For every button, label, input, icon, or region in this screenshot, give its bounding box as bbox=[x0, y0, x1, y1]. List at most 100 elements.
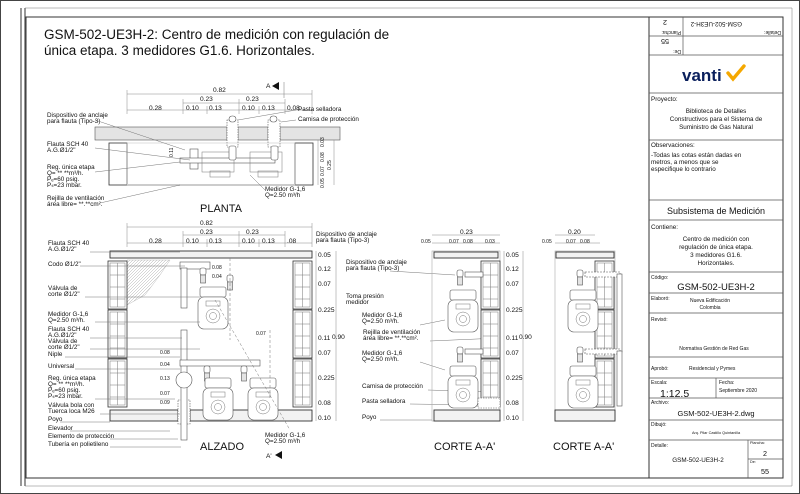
svg-text:Pasta selladora: Pasta selladora bbox=[362, 398, 406, 405]
planta-label-rejilla: área libre= **.**cm². bbox=[47, 201, 103, 208]
alzado-dim-sub2: 0.23 bbox=[246, 229, 259, 236]
svg-text:Detalle:: Detalle: bbox=[764, 29, 781, 35]
corte-1-view: 0.23 0.05 0.07 0.08 0.03 0.05 0.12 0.07 … bbox=[421, 229, 532, 453]
alzado-dim-right: 0.12 bbox=[318, 266, 331, 273]
detalle-value: GSM-502-UE3H-2 bbox=[672, 457, 724, 464]
planta-view-label: PLANTA bbox=[200, 203, 243, 215]
elaboro-label: Elaboró: bbox=[651, 296, 670, 302]
corte1-dim: 0.08 bbox=[463, 239, 473, 245]
title-block: Detalle: GSM-502-UE3H-2 Plancha: 2 De: 5… bbox=[648, 16, 784, 479]
dibujo-label: Dibujó: bbox=[651, 422, 667, 428]
svg-text:corte Ø1/2": corte Ø1/2" bbox=[48, 344, 80, 351]
svg-text:2: 2 bbox=[663, 18, 667, 27]
svg-text:regulación de única etapa.: regulación de única etapa. bbox=[679, 244, 753, 251]
svg-text:Tuerca loca M26: Tuerca loca M26 bbox=[48, 408, 95, 415]
planta-dim-right: 0.03 bbox=[320, 137, 326, 147]
svg-text:A': A' bbox=[266, 453, 272, 460]
svg-text:Residencial y Pymes: Residencial y Pymes bbox=[689, 366, 736, 372]
corte1-dim: 0.07 bbox=[449, 239, 459, 245]
check-icon bbox=[726, 64, 746, 82]
planta-label-flauta: Flauta SCH 40 bbox=[47, 141, 89, 148]
svg-text:Poyo: Poyo bbox=[362, 414, 377, 421]
alzado-dim-inner: 0.04 bbox=[160, 362, 170, 368]
svg-text:Colombia: Colombia bbox=[699, 305, 720, 311]
svg-text:GSM-502-UE3H-2: GSM-502-UE3H-2 bbox=[690, 20, 742, 27]
drawing-title-line-2: única etapa. 3 medidores G1.6. Horizonta… bbox=[44, 43, 315, 58]
svg-text:Niple: Niple bbox=[48, 351, 63, 358]
svg-text:3 medidores G1.6.: 3 medidores G1.6. bbox=[690, 252, 742, 259]
svg-text:A.G.Ø1/2": A.G.Ø1/2" bbox=[48, 246, 76, 253]
corte1-view-label: CORTE A-A' bbox=[434, 441, 495, 453]
alzado-dim-total-height: 0.90 bbox=[332, 334, 345, 341]
alzado-dim-right: 0.225 bbox=[318, 375, 335, 382]
corte1-dim: 0.03 bbox=[485, 239, 495, 245]
rotated-header: Detalle: GSM-502-UE3H-2 Plancha: 2 De: 5… bbox=[661, 18, 781, 54]
svg-text:A: A bbox=[266, 83, 271, 90]
planta-dim-sub1: 0.23 bbox=[200, 96, 213, 103]
corte1-dim-right: 0.08 bbox=[506, 400, 519, 407]
svg-text:Tubería en polietileno: Tubería en polietileno bbox=[48, 441, 109, 448]
corte1-dim-right: 0.12 bbox=[506, 266, 519, 273]
svg-text:Q= ** **m³/h.: Q= ** **m³/h. bbox=[48, 381, 84, 388]
svg-text:Rejilla de ventilación: Rejilla de ventilación bbox=[363, 329, 421, 336]
svg-text:Suministro de Gas Natural: Suministro de Gas Natural bbox=[679, 124, 753, 131]
planta-label-anclaje: para flauta (Tipo-3) bbox=[47, 118, 100, 125]
planta-label-flauta: A.G.Ø1/2" bbox=[47, 147, 75, 154]
corte1-dim-right: 0.11 bbox=[506, 335, 519, 342]
svg-text:Horizontales.: Horizontales. bbox=[698, 260, 735, 267]
corte1-dim-total-height: 0.90 bbox=[519, 334, 532, 341]
planta-label-reg: Reg. única etapa bbox=[47, 164, 95, 171]
svg-text:Medidor G-1,6: Medidor G-1,6 bbox=[48, 311, 89, 318]
alzado-section-marker: A' bbox=[266, 451, 282, 460]
svg-text:Válvula bola con: Válvula bola con bbox=[48, 402, 95, 409]
corte-2-view: 0.20 0.05 0.07 0.08 CORTE A-A' bbox=[542, 229, 623, 453]
corte1-dim-right: 0.05 bbox=[506, 252, 519, 259]
escala-label: Escala: bbox=[651, 380, 667, 386]
alzado-dim: 0.13 bbox=[262, 238, 275, 245]
reviso-label: Revisó: bbox=[651, 317, 668, 323]
planta-dim: 0.10 bbox=[186, 105, 199, 112]
fecha-label: Fecha: bbox=[719, 380, 734, 386]
vanti-logo: vanti bbox=[682, 64, 746, 85]
svg-text:medidor: medidor bbox=[346, 299, 369, 306]
corte1-dim-right: 0.07 bbox=[506, 281, 519, 288]
planta-dim-sub2: 0.23 bbox=[246, 96, 259, 103]
svg-text:Nueva Edificación: Nueva Edificación bbox=[690, 298, 730, 304]
planta-label-reg: Q= ** **m³/h. bbox=[47, 170, 83, 177]
alzado-label-medidor: Q=2.50 m³/h bbox=[265, 438, 301, 445]
svg-text:Normativa Gestión de Red Gas: Normativa Gestión de Red Gas bbox=[679, 346, 749, 352]
alzado-dim-total: 0.82 bbox=[200, 220, 213, 227]
alzado-dim-inner: 0.09 bbox=[160, 400, 170, 406]
alzado-dim-inner: 0.07 bbox=[160, 391, 170, 397]
svg-text:A.G.Ø1/2": A.G.Ø1/2" bbox=[48, 332, 76, 339]
planta-dim-right: 0.05 bbox=[320, 178, 326, 188]
svg-text:Medidor G-1,6: Medidor G-1,6 bbox=[362, 312, 403, 319]
alzado-dim-right: 0.225 bbox=[318, 307, 335, 314]
alzado-dim-right: 0.07 bbox=[318, 281, 331, 288]
corte1-dim-top: 0.23 bbox=[460, 229, 473, 236]
alzado-dim: 0.10 bbox=[186, 238, 199, 245]
svg-text:área libre= **.**cm².: área libre= **.**cm². bbox=[363, 335, 419, 342]
planta-dim: 0.08 bbox=[287, 105, 300, 112]
svg-text:Q=2.50 m³/h.: Q=2.50 m³/h. bbox=[362, 318, 399, 325]
planta-dim-right-total: 0.25 bbox=[327, 160, 333, 170]
svg-text:Flauta SCH 40: Flauta SCH 40 bbox=[48, 326, 90, 333]
svg-text:Camisa de protección: Camisa de protección bbox=[362, 383, 423, 390]
svg-text:Toma presión: Toma presión bbox=[346, 293, 384, 300]
corte2-dim: 0.07 bbox=[566, 239, 576, 245]
svg-text:especifique lo contrario: especifique lo contrario bbox=[651, 166, 716, 173]
alzado-dim: 0.28 bbox=[149, 238, 162, 245]
planta-label-medidor: Medidor G-1,6 bbox=[265, 186, 306, 193]
svg-text:Dispositivo de anclaje: Dispositivo de anclaje bbox=[346, 259, 407, 266]
planta-dim: 0.10 bbox=[242, 105, 255, 112]
archivo-label: Archivo: bbox=[651, 400, 669, 406]
alzado-dim: 0.13 bbox=[209, 238, 222, 245]
planta-label-camisa: Camisa de protección bbox=[298, 116, 359, 123]
alzado-label-anclaje: para flauta (Tipo-3) bbox=[316, 237, 369, 244]
svg-text:-Todas las cotas están dadas e: -Todas las cotas están dadas en bbox=[651, 152, 742, 159]
svg-text:vanti: vanti bbox=[682, 66, 722, 85]
corte1-dim-right: 0.07 bbox=[506, 350, 519, 357]
svg-text:Elemento de protección: Elemento de protección bbox=[48, 433, 115, 440]
plancha-value: 2 bbox=[763, 449, 767, 458]
